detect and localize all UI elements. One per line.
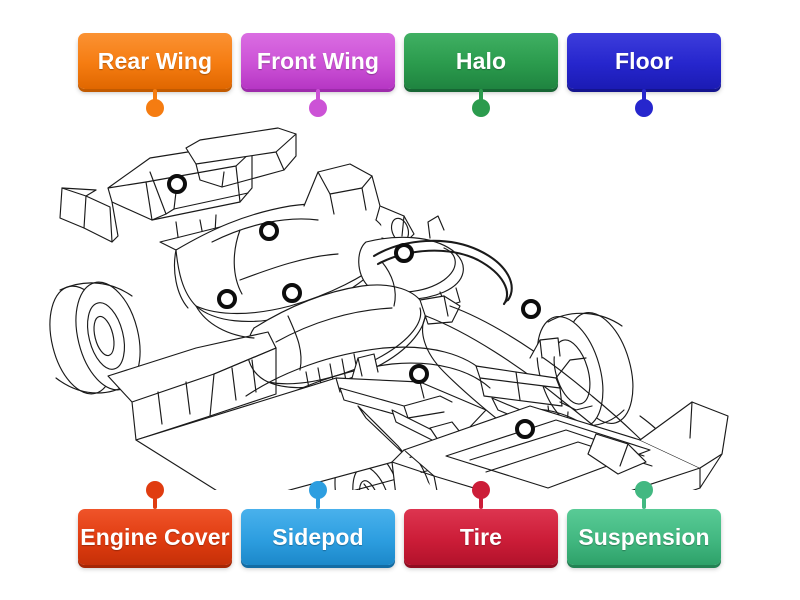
connector-floor <box>635 89 653 117</box>
label-floor[interactable]: Floor <box>567 33 721 117</box>
label-tire[interactable]: Tire <box>404 481 558 565</box>
label-text: Rear Wing <box>97 47 213 74</box>
label-text: Suspension <box>578 523 710 550</box>
connector-suspension <box>635 481 653 509</box>
marker-front-wing[interactable] <box>515 419 535 439</box>
marker-engine-cover[interactable] <box>259 221 279 241</box>
formula-1-car-illustration <box>49 127 729 490</box>
label-front-wing[interactable]: Front Wing <box>241 33 395 117</box>
label-text: Tire <box>459 523 503 550</box>
label-text: Halo <box>455 47 507 74</box>
connector-halo <box>472 89 490 117</box>
connector-rear-wing <box>146 89 164 117</box>
label-engine-cover[interactable]: Engine Cover <box>78 481 232 565</box>
label-text: Sidepod <box>272 523 364 550</box>
connector-front-wing <box>309 89 327 117</box>
connector-sidepod <box>309 481 327 509</box>
label-text: Front Wing <box>256 47 380 74</box>
label-sidepod[interactable]: Sidepod <box>241 481 395 565</box>
connector-engine-cover <box>146 481 164 509</box>
label-text: Floor <box>615 47 673 74</box>
marker-halo[interactable] <box>394 243 414 263</box>
marker-tire[interactable] <box>409 364 429 384</box>
connector-tire <box>472 481 490 509</box>
marker-floor[interactable] <box>217 289 237 309</box>
marker-rear-wing[interactable] <box>167 174 187 194</box>
diagram-canvas <box>0 110 800 490</box>
marker-suspension[interactable] <box>521 299 541 319</box>
marker-sidepod[interactable] <box>282 283 302 303</box>
label-text: Engine Cover <box>80 523 230 550</box>
label-suspension[interactable]: Suspension <box>567 481 721 565</box>
label-halo[interactable]: Halo <box>404 33 558 117</box>
label-rear-wing[interactable]: Rear Wing <box>78 33 232 117</box>
